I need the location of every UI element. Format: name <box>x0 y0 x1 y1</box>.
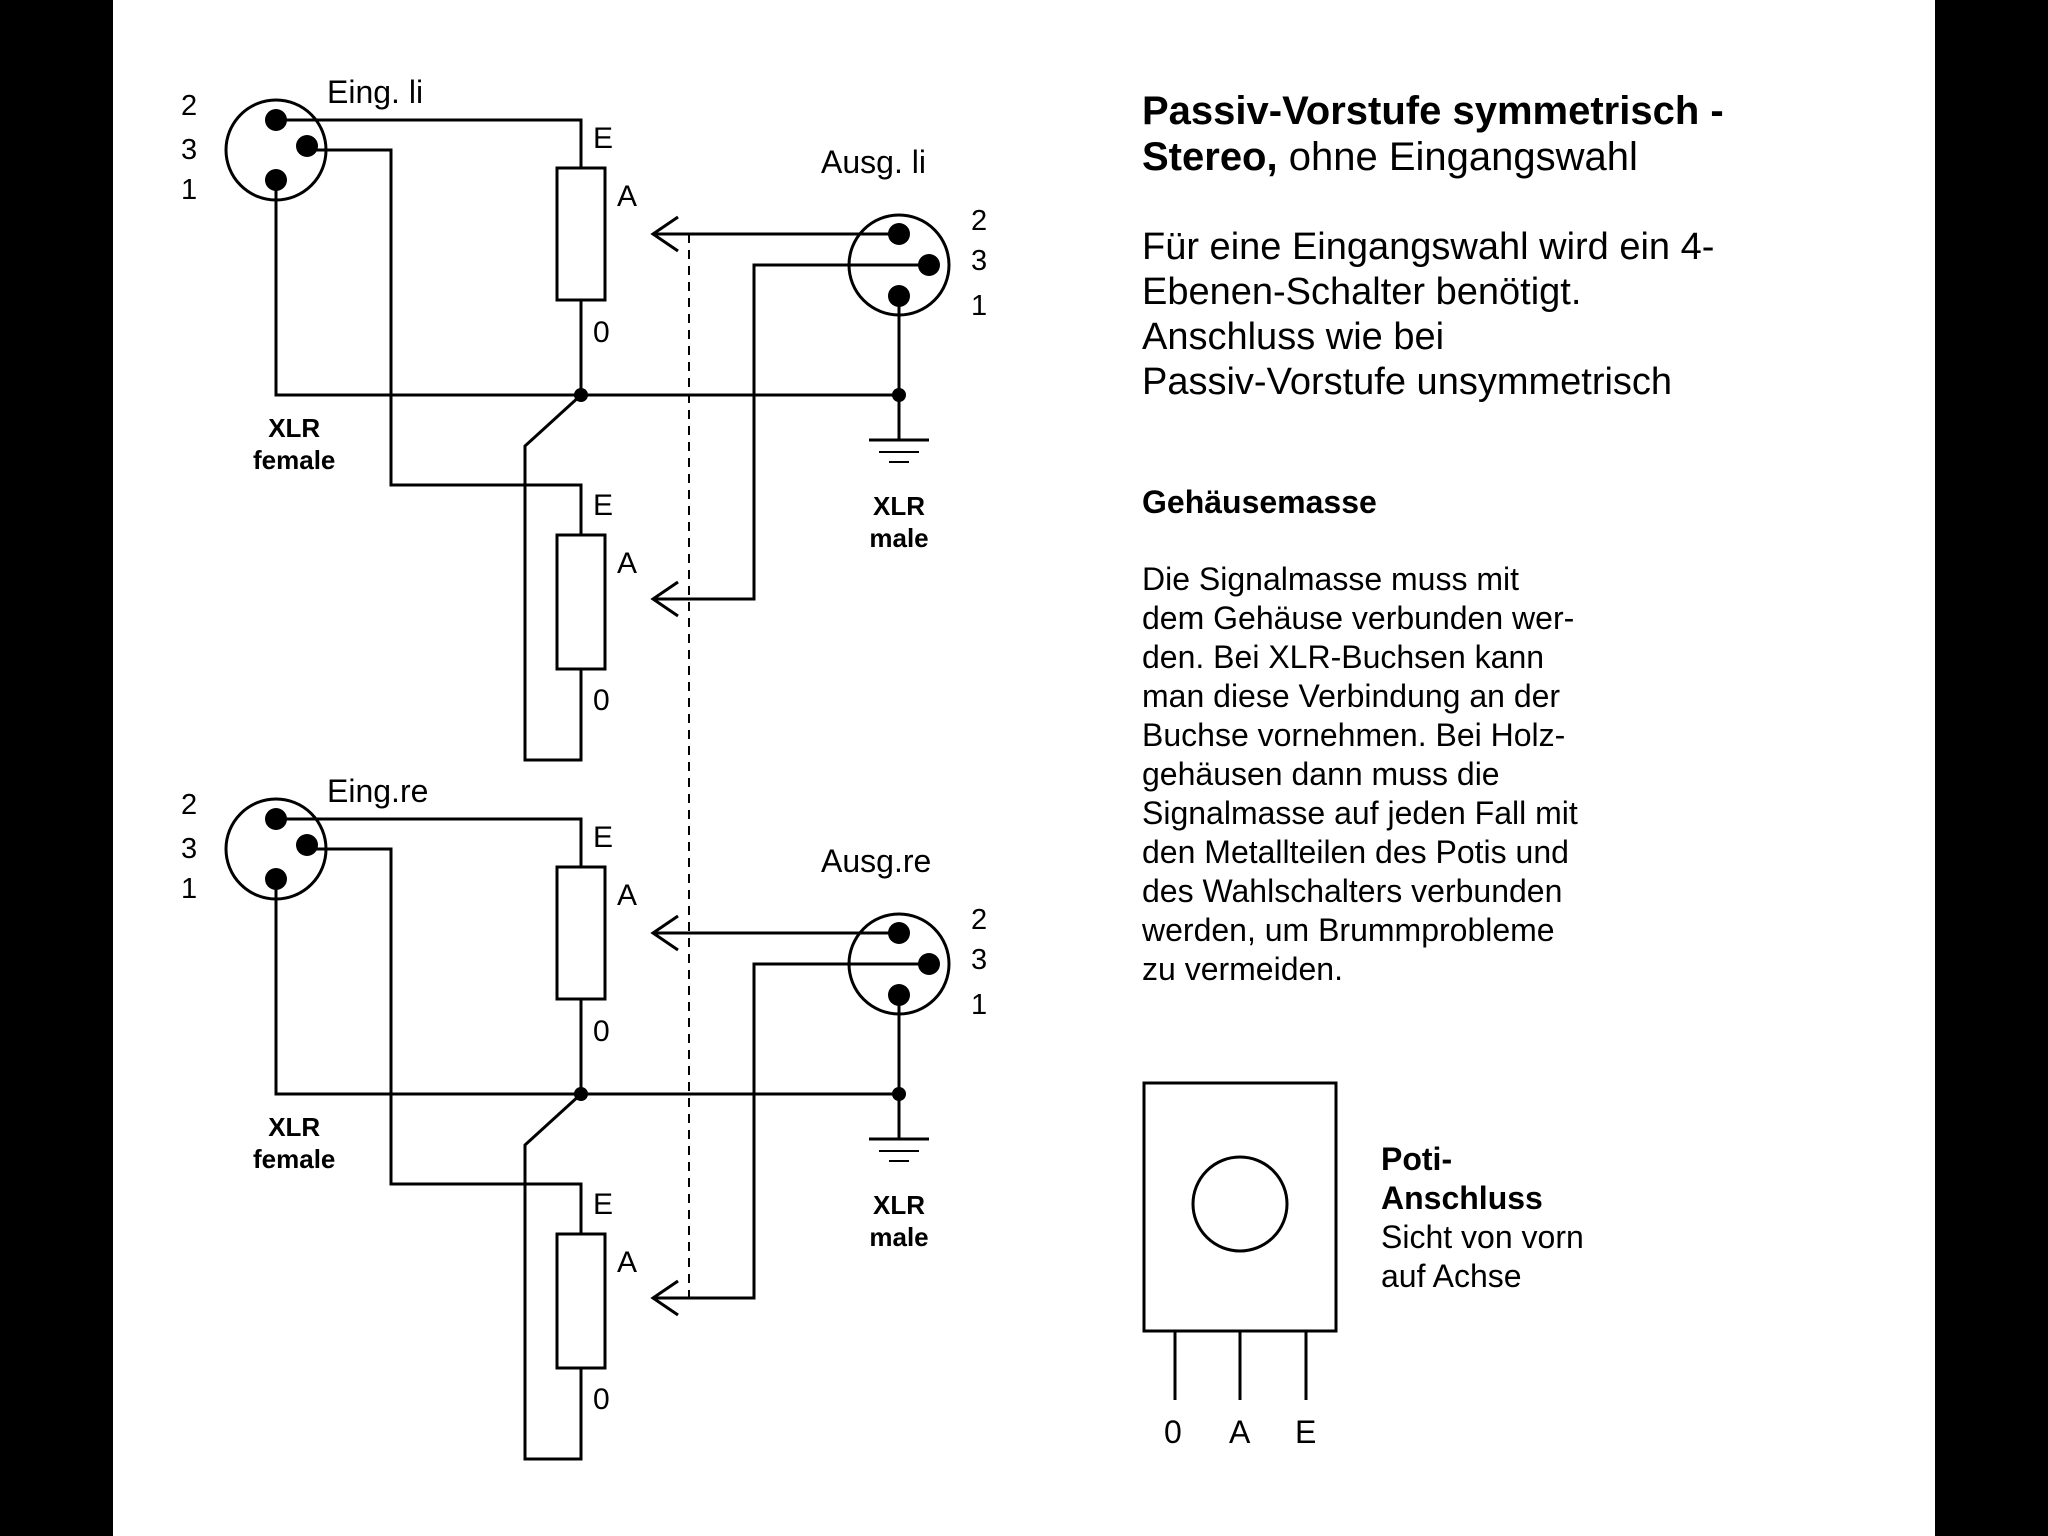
pot-terminal-e: E <box>593 821 614 854</box>
section-paragraph: Die Signalmasse muss mit dem Gehäuse ver… <box>1142 561 1578 987</box>
poti-pin-label: A <box>1229 1414 1251 1450</box>
pot-terminal-0: 0 <box>593 684 610 717</box>
pin-number: 1 <box>181 174 198 206</box>
pot-terminal-a: A <box>617 1246 638 1279</box>
pot-terminal-e: E <box>593 489 614 522</box>
poti-body <box>1142 1081 1338 1333</box>
pin-number: 1 <box>181 873 198 905</box>
poti-pin-label: 0 <box>1164 1414 1182 1450</box>
pin-number: 1 <box>971 290 988 322</box>
diagram-title: Passiv-Vorstufe symmetrisch - Stereo, oh… <box>1142 89 1724 179</box>
poti-subtitle: Sicht von vorn auf Achse <box>1381 1219 1584 1294</box>
xlr-male-label: XLR male <box>869 491 929 553</box>
output-label: Ausg.re <box>821 843 932 879</box>
pin-number: 2 <box>971 205 988 237</box>
pot-terminal-e: E <box>593 122 614 155</box>
pot-terminal-a: A <box>617 879 638 912</box>
pin-number: 3 <box>181 134 198 166</box>
output-label: Ausg. li <box>821 144 926 180</box>
section-heading: Gehäusemasse <box>1142 484 1377 520</box>
pot-terminal-e: E <box>593 1188 614 1221</box>
xlr-male-label: XLR male <box>869 1190 929 1252</box>
pot-terminal-0: 0 <box>593 1383 610 1416</box>
poti-shaft <box>1191 1155 1289 1253</box>
pot-terminal-0: 0 <box>593 1015 610 1048</box>
pin-number: 2 <box>181 789 198 821</box>
pin-number: 3 <box>971 245 988 277</box>
xlr-female-label: XLR female <box>253 1112 336 1174</box>
pin-number: 2 <box>971 904 988 936</box>
pin-number: 3 <box>181 833 198 865</box>
pin-number: 3 <box>971 944 988 976</box>
poti-connection-drawing <box>1142 1081 1338 1400</box>
selector-note: Für eine Eingangswahl wird ein 4- Ebenen… <box>1142 226 1715 403</box>
input-label: Eing.re <box>327 773 429 809</box>
pin-number: 1 <box>971 989 988 1021</box>
pot-terminal-a: A <box>617 547 638 580</box>
schematic-drawing <box>224 98 1338 1461</box>
xlr-female-label: XLR female <box>253 413 336 475</box>
pin-number: 2 <box>181 90 198 122</box>
poti-title: Poti- Anschluss <box>1381 1141 1543 1216</box>
input-label: Eing. li <box>327 74 424 110</box>
poti-pin-label: E <box>1295 1414 1317 1450</box>
pot-terminal-a: A <box>617 180 638 213</box>
diagram-sheet: Eing. li 2 3 1 XLR female E A 0 E A 0 Au… <box>113 0 1935 1536</box>
pot-terminal-0: 0 <box>593 316 610 349</box>
